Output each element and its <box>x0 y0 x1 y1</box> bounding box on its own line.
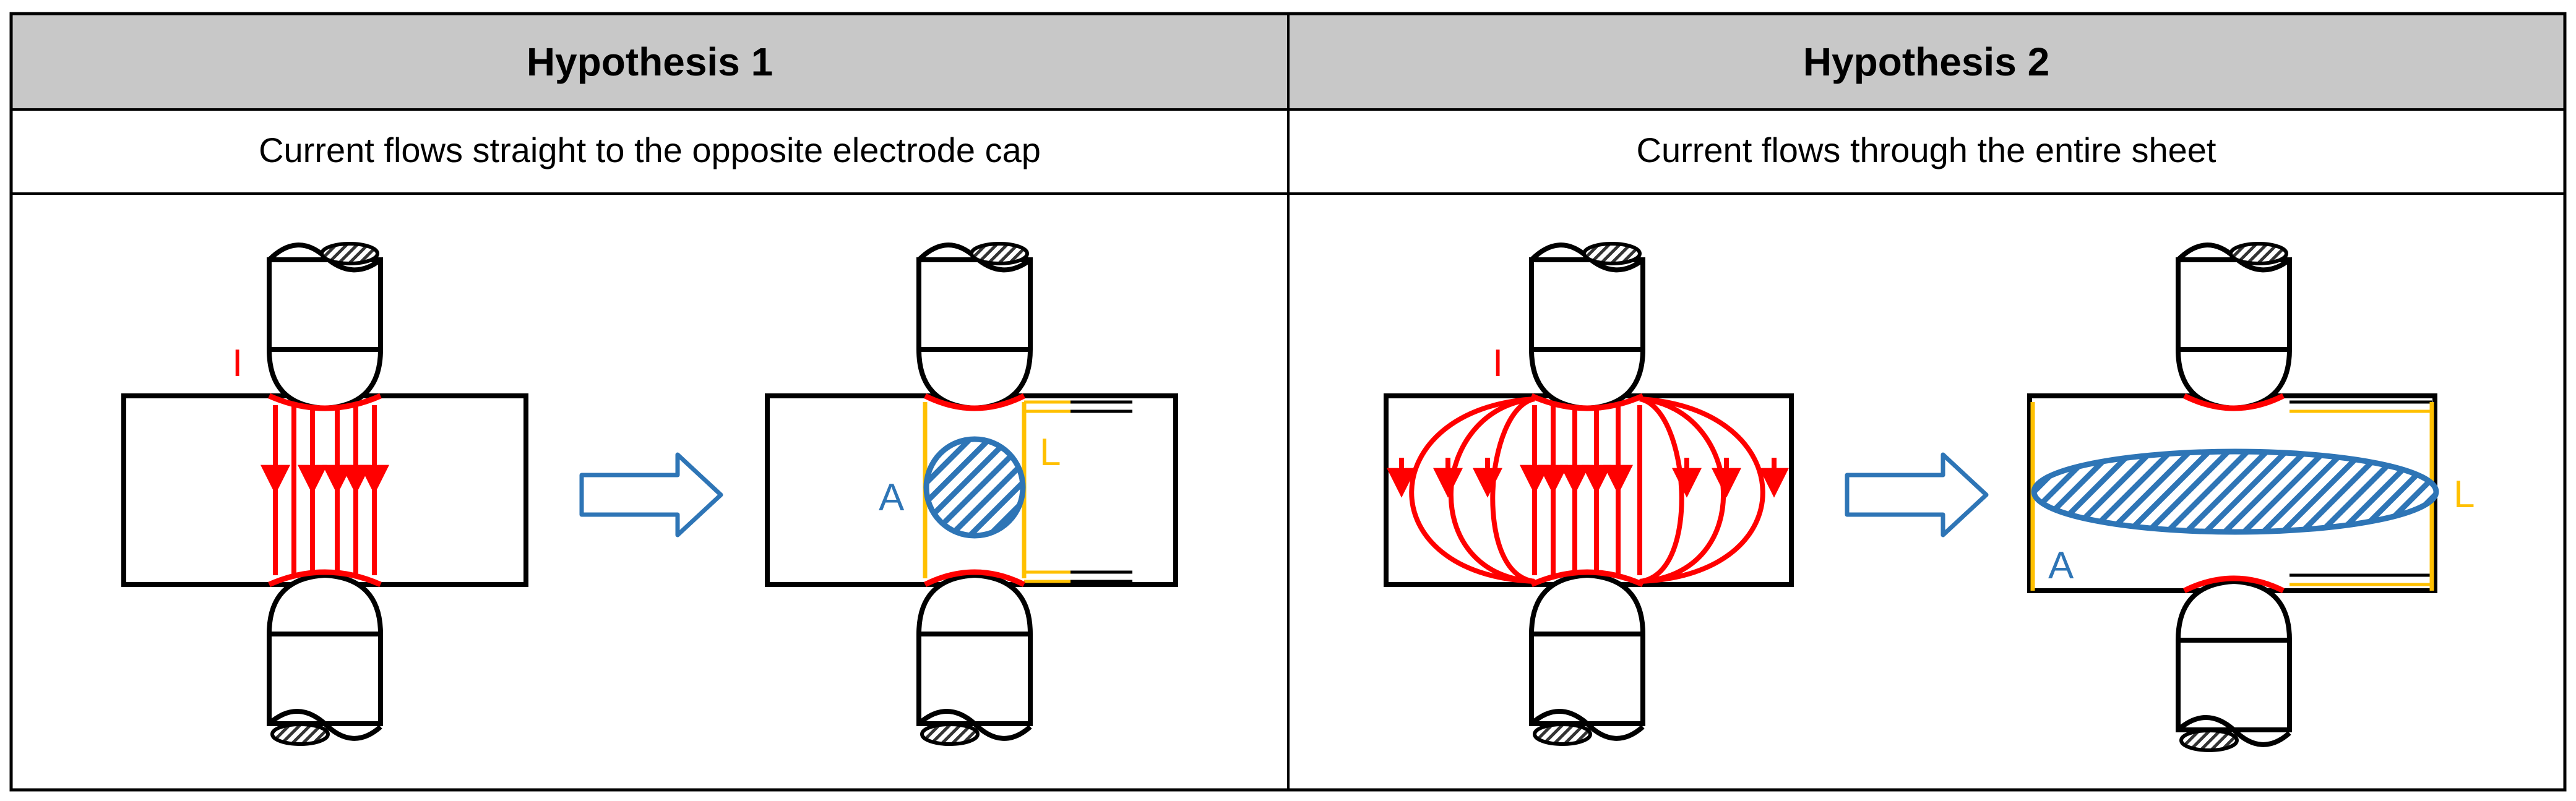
h1-current-flow-diagram: I <box>121 244 528 744</box>
table-frame <box>9 12 2567 792</box>
current-lines <box>261 405 389 575</box>
column-1-description: Current flows straight to the opposite e… <box>259 131 1041 169</box>
top-electrode-icon <box>2178 244 2290 408</box>
length-label: L <box>2453 473 2475 516</box>
current-lines <box>1387 396 1789 584</box>
bottom-electrode-icon <box>1531 575 1643 744</box>
area-label: A <box>2048 544 2074 587</box>
area-label: A <box>879 476 905 519</box>
h2-nugget-diagram: A L <box>2027 244 2475 750</box>
top-electrode-icon <box>269 244 381 408</box>
nugget-area <box>923 436 1026 539</box>
bottom-electrode-icon <box>919 575 1030 744</box>
length-label: L <box>1040 431 1061 474</box>
h1-nugget-diagram: A L <box>765 244 1178 744</box>
top-electrode-icon <box>1531 244 1643 408</box>
top-electrode-icon <box>919 244 1030 408</box>
transition-arrow-2-icon <box>1845 452 1989 538</box>
sheet-stack <box>121 393 528 587</box>
current-label: I <box>232 342 243 385</box>
column-1-title: Hypothesis 1 <box>527 40 773 84</box>
transition-arrow-1-icon <box>579 452 723 538</box>
bottom-electrode-icon <box>2178 581 2290 750</box>
nugget-area <box>2031 448 2439 535</box>
column-2-title: Hypothesis 2 <box>1803 40 2049 84</box>
h2-current-flow-diagram: I <box>1384 244 1794 744</box>
bottom-electrode-icon <box>269 575 381 744</box>
column-2-description: Current flows through the entire sheet <box>1637 131 2216 169</box>
current-label: I <box>1493 342 1503 385</box>
